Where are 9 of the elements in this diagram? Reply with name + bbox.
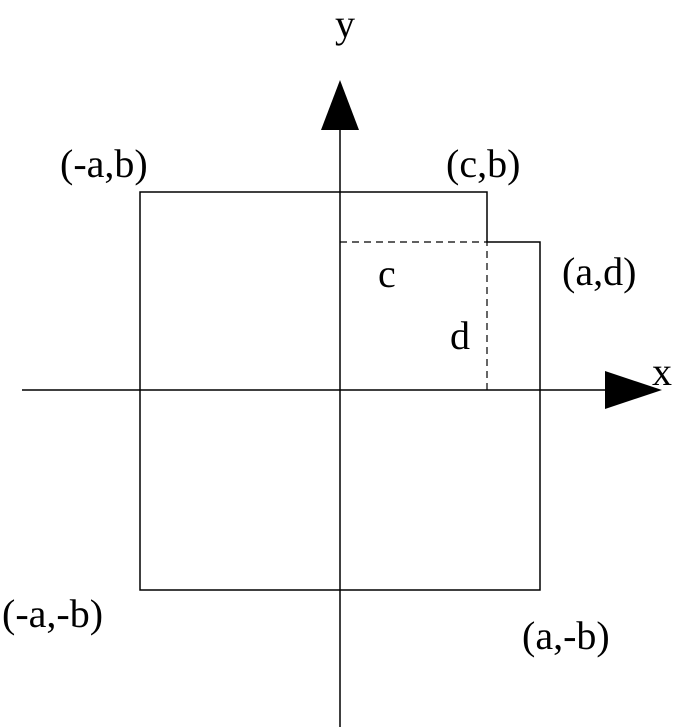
coordinate-label: c	[378, 254, 396, 294]
coordinate-label: x	[652, 352, 672, 392]
coordinate-label: (-a,-b)	[2, 594, 104, 634]
coordinate-label: (-a,b)	[60, 144, 148, 184]
coordinate-label: d	[450, 316, 470, 356]
coordinate-label: (a,d)	[562, 252, 636, 292]
coordinate-label: (a,-b)	[522, 616, 610, 656]
coordinate-label: (c,b)	[446, 144, 520, 184]
coordinate-label: y	[335, 4, 355, 44]
